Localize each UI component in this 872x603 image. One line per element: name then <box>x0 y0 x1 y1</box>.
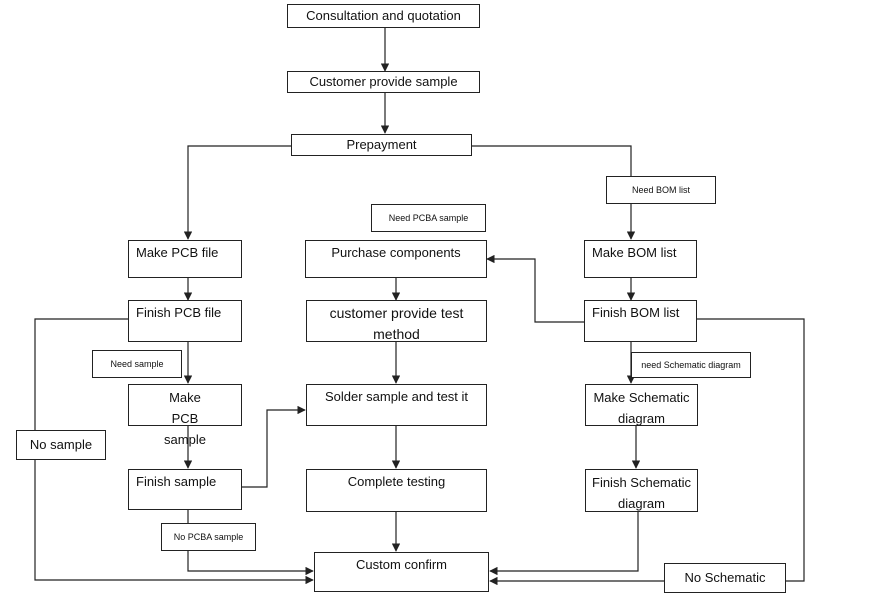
label-no-sample-text: No sample <box>29 437 93 452</box>
node-complete-testing-label: Complete testing <box>347 474 446 489</box>
node-finish-sample: Finish sample <box>128 469 242 510</box>
arrow-prepay-to-bom <box>472 145 636 240</box>
label-no-pcba-sample-text: No PCBA sample <box>173 532 244 542</box>
label-no-schematic-text: No Schematic <box>684 570 766 585</box>
node-purchase-components: Purchase components <box>305 240 487 278</box>
label-need-sample: Need sample <box>92 350 182 378</box>
node-make-pcb-file: Make PCB file <box>128 240 242 278</box>
node-make-schematic: Make Schematic diagram <box>585 384 698 426</box>
node-customer-sample: Customer provide sample <box>287 71 480 93</box>
node-finish-pcb-file-label: Finish PCB file <box>136 305 222 320</box>
node-finish-bom-list-label: Finish BOM list <box>592 305 680 320</box>
label-need-bom: Need BOM list <box>606 176 716 204</box>
node-make-bom-list: Make BOM list <box>584 240 697 278</box>
arrow-finish-bom-to-purchase <box>486 254 584 323</box>
node-make-pcb-sample: Make PCB sample <box>128 384 242 447</box>
node-customer-sample-label: Customer provide sample <box>309 74 458 89</box>
node-consultation: Consultation and quotation <box>287 4 480 28</box>
node-purchase-components-label: Purchase components <box>331 245 461 260</box>
node-prepayment: Prepayment <box>291 134 472 156</box>
label-need-pcba: Need PCBA sample <box>371 204 486 232</box>
arrow-prepay-to-pcb-file <box>183 145 291 240</box>
label-need-sample-text: Need sample <box>110 359 164 369</box>
node-solder-and-test-label: Solder sample and test it <box>324 389 469 404</box>
node-test-method-label: customer provide test method <box>329 305 464 342</box>
node-finish-sample-label: Finish sample <box>136 474 217 489</box>
node-consultation-label: Consultation and quotation <box>306 8 461 23</box>
node-make-pcb-sample-label: Make PCB sample <box>164 390 206 447</box>
label-need-schematic: need Schematic diagram <box>631 352 751 378</box>
node-finish-pcb-file: Finish PCB file <box>128 300 242 342</box>
label-need-bom-text: Need BOM list <box>631 185 691 195</box>
node-make-pcb-file-label: Make PCB file <box>136 245 219 260</box>
label-no-schematic: No Schematic <box>664 563 786 593</box>
arrow-finish-schematic-to-confirm <box>489 512 639 576</box>
node-prepayment-label: Prepayment <box>346 137 417 152</box>
node-finish-schematic: Finish Schematic diagram <box>585 469 698 512</box>
arrow-finish-sample-to-solder <box>242 405 306 488</box>
node-make-schematic-label: Make Schematic diagram <box>593 390 690 426</box>
node-custom-confirm: Custom confirm <box>314 552 489 592</box>
node-complete-testing: Complete testing <box>306 469 487 512</box>
label-need-schematic-text: need Schematic diagram <box>641 360 741 370</box>
label-no-sample: No sample <box>16 430 106 460</box>
node-custom-confirm-label: Custom confirm <box>355 557 448 572</box>
node-make-bom-list-label: Make BOM list <box>592 245 677 260</box>
node-finish-bom-list: Finish BOM list <box>584 300 697 342</box>
node-finish-schematic-label: Finish Schematic diagram <box>592 475 691 511</box>
arrow-no-schematic-to-confirm <box>489 318 805 586</box>
label-need-pcba-text: Need PCBA sample <box>388 213 469 223</box>
label-no-pcba-sample: No PCBA sample <box>161 523 256 551</box>
node-test-method: customer provide test method <box>306 300 487 342</box>
node-solder-and-test: Solder sample and test it <box>306 384 487 426</box>
